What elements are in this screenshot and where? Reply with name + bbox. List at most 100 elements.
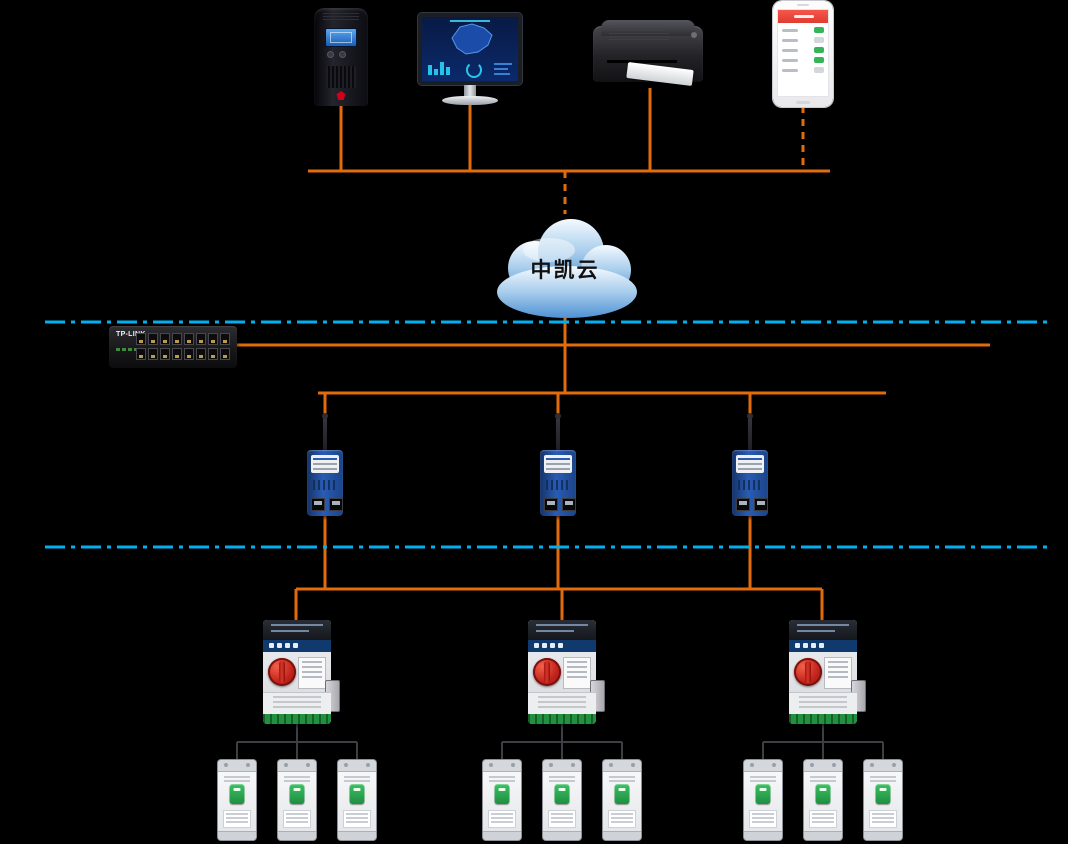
app-row — [778, 43, 828, 53]
breaker-label — [488, 810, 516, 828]
breaker-lever — [815, 784, 831, 804]
app-row-toggle — [814, 67, 824, 73]
breaker-label — [608, 810, 636, 828]
breaker-label — [283, 810, 311, 828]
switch-port-bank — [136, 333, 230, 360]
cloud-icon: 中凯云 — [487, 210, 643, 322]
dashboard-graphic — [428, 20, 512, 78]
app-row-label — [782, 68, 798, 72]
ethernet-port — [184, 348, 194, 360]
printer-power-button — [691, 32, 697, 38]
gateway-ports — [736, 498, 768, 511]
wireless-gateway-icon — [307, 413, 343, 516]
antenna — [322, 413, 328, 452]
breaker-lever — [494, 784, 510, 804]
breaker-terminal-top — [864, 760, 902, 772]
ethernet-port — [172, 348, 182, 360]
monitor-stand-neck — [464, 85, 476, 96]
breaker-markings — [549, 774, 575, 782]
breaker-terminal-top — [744, 760, 782, 772]
circuit-breaker-icon — [744, 760, 782, 840]
breaker-terminal-bottom — [218, 831, 256, 840]
switch-leds — [116, 348, 138, 351]
app-row-toggle — [814, 47, 824, 53]
controller-lower-panel — [263, 692, 331, 715]
ethernet-port — [196, 333, 206, 345]
ethernet-port — [562, 498, 576, 511]
controller-lower-panel — [789, 692, 857, 715]
power-controller-icon — [528, 620, 605, 724]
ethernet-port — [208, 348, 218, 360]
gateway-label — [311, 455, 339, 473]
controller-display — [263, 620, 331, 640]
breaker-markings — [609, 774, 635, 782]
ethernet-port — [544, 498, 558, 511]
ethernet-port — [136, 348, 146, 360]
rotary-switch-knob — [794, 658, 822, 686]
ethernet-port — [148, 333, 158, 345]
breaker-label — [223, 810, 251, 828]
ethernet-port — [329, 498, 343, 511]
controller-indicators — [528, 640, 596, 652]
circuit-breaker-icon — [483, 760, 521, 840]
circuit-breaker-icon — [864, 760, 902, 840]
phone-home-button — [796, 101, 810, 104]
gateway-grill — [546, 480, 570, 490]
controller-indicators — [263, 640, 331, 652]
phone-screen — [777, 9, 829, 97]
circuit-breaker-icon — [218, 760, 256, 840]
breaker-markings — [750, 774, 776, 782]
circuit-breaker-icon — [278, 760, 316, 840]
app-row-toggle — [814, 27, 824, 33]
ethernet-port — [148, 348, 158, 360]
controller-label — [563, 657, 591, 689]
gateway-label — [544, 455, 572, 473]
controller-indicators — [789, 640, 857, 652]
wireless-gateway-icon — [540, 413, 576, 516]
ethernet-port — [196, 348, 206, 360]
breaker-terminal-bottom — [864, 831, 902, 840]
app-row — [778, 23, 828, 33]
ethernet-port — [220, 348, 230, 360]
breaker-markings — [224, 774, 250, 782]
gateway-ports — [544, 498, 576, 511]
app-header-bar — [778, 10, 828, 23]
antenna — [555, 413, 561, 452]
app-row-label — [782, 38, 798, 42]
monitor-screen — [422, 17, 518, 81]
breaker-terminal-bottom — [603, 831, 641, 840]
ethernet-port — [160, 348, 170, 360]
ups-button — [339, 51, 346, 58]
ethernet-port — [136, 333, 146, 345]
printer-output-slot — [607, 60, 677, 63]
app-row-toggle — [814, 37, 824, 43]
breaker-lever — [614, 784, 630, 804]
ethernet-port — [184, 333, 194, 345]
led — [116, 348, 120, 351]
ups-button — [327, 51, 334, 58]
breaker-terminal-top — [543, 760, 581, 772]
power-controller-icon — [263, 620, 340, 724]
antenna — [747, 413, 753, 452]
breaker-lever — [554, 784, 570, 804]
breaker-terminal-top — [603, 760, 641, 772]
app-row — [778, 53, 828, 63]
breaker-markings — [489, 774, 515, 782]
ups-grill — [326, 66, 356, 88]
breaker-terminal-top — [278, 760, 316, 772]
ethernet-port — [754, 498, 768, 511]
gateway-ports — [311, 498, 343, 511]
circuit-breaker-icon — [543, 760, 581, 840]
monitor-stand-base — [442, 96, 498, 105]
circuit-breaker-icon — [338, 760, 376, 840]
ethernet-port — [160, 333, 170, 345]
ups-buttons — [327, 51, 346, 58]
gateway-grill — [738, 480, 762, 490]
breaker-markings — [344, 774, 370, 782]
breaker-terminal-bottom — [543, 831, 581, 840]
gateway-label — [736, 455, 764, 473]
ups-vent — [323, 13, 359, 20]
ups-brand-logo — [336, 91, 346, 100]
power-controller-icon — [789, 620, 866, 724]
